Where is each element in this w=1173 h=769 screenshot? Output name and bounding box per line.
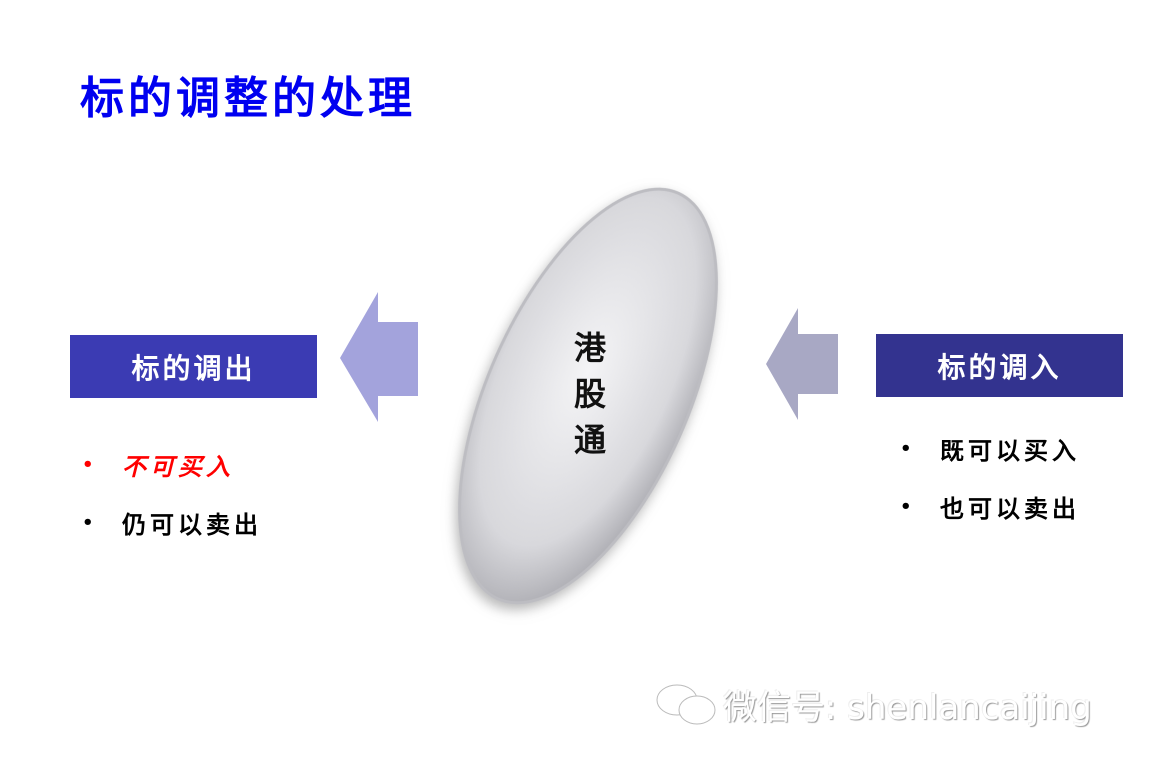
left-arrow-icon <box>340 292 418 422</box>
bullet-text: 既可以买入 <box>940 435 1080 465</box>
bullet-item: •也可以卖出 <box>900 477 1080 535</box>
watermark-text: 微信号: shenlancaijing <box>723 688 1092 728</box>
inclusion-box: 标的调入 <box>876 334 1123 397</box>
bullet-item: •不可买入 <box>82 435 262 493</box>
removal-box: 标的调出 <box>70 335 317 398</box>
bullet-item: •仍可以卖出 <box>82 493 262 551</box>
inclusion-bullets: •既可以买入 •也可以卖出 <box>900 419 1080 535</box>
hub-char: 股 <box>573 375 606 413</box>
bullet-text: 不可买入 <box>122 451 234 481</box>
right-arrow-icon <box>766 308 838 420</box>
slide-title: 标的调整的处理 <box>80 73 416 124</box>
hub-char: 港 <box>573 329 606 367</box>
watermark: 微信号: shenlancaijing <box>655 680 1092 729</box>
removal-bullets: •不可买入 •仍可以卖出 <box>82 435 262 551</box>
bullet-item: •既可以买入 <box>900 419 1080 477</box>
hub-char: 通 <box>573 421 606 459</box>
hub-label: 港 股 通 <box>560 325 620 463</box>
bullet-text: 也可以卖出 <box>940 493 1080 523</box>
hub-ellipse <box>458 187 718 605</box>
bullet-text: 仍可以卖出 <box>122 509 262 539</box>
wechat-icon <box>656 684 716 724</box>
